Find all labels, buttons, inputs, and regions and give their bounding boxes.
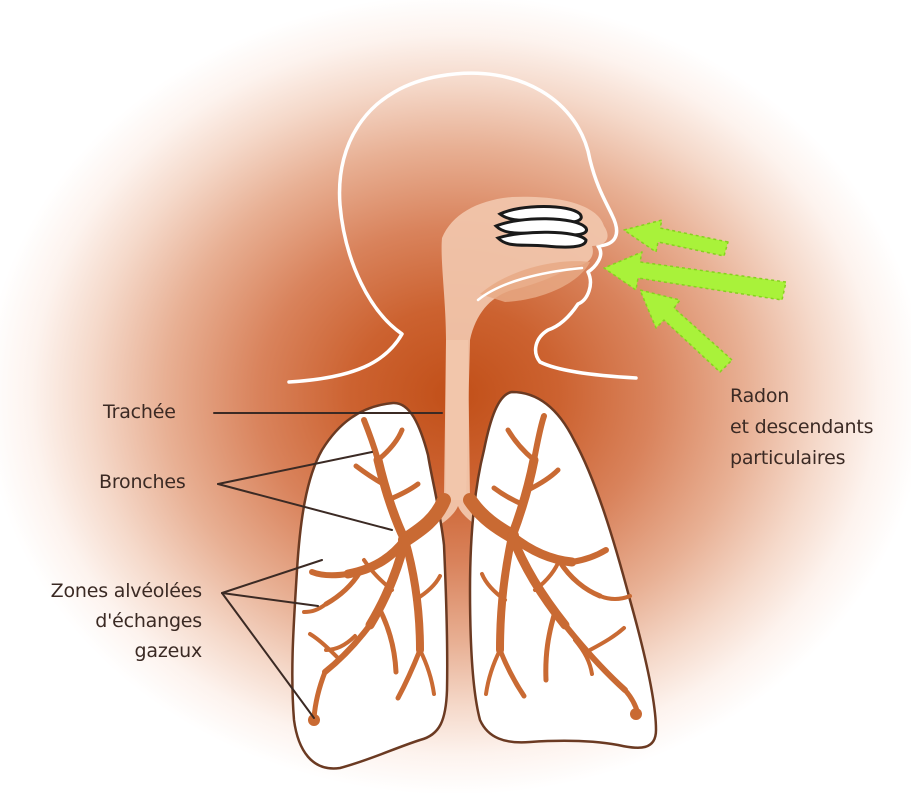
- label-radon: Radon et descendants particulaires: [730, 381, 873, 474]
- radon-arrows: [604, 220, 786, 372]
- label-trachee: Trachée: [103, 397, 176, 427]
- label-alveolar-zones: Zones alvéolées d'échanges gazeux: [14, 576, 202, 666]
- radon-arrow-bottom: [640, 290, 732, 372]
- label-radon-line-2: et descendants: [730, 412, 873, 443]
- nasal-turbinates: [496, 207, 587, 248]
- label-zones-line-1: Zones alvéolées: [14, 576, 202, 606]
- label-radon-line-3: particulaires: [730, 443, 873, 474]
- radon-arrow-middle: [604, 252, 786, 300]
- label-zones-line-2: d'échanges: [14, 606, 202, 636]
- label-zones-line-3: gazeux: [14, 636, 202, 666]
- label-trachee-text: Trachée: [103, 397, 176, 427]
- alveolar-zone-marker: [308, 714, 320, 726]
- label-bronches-text: Bronches: [99, 467, 186, 497]
- radon-arrow-top: [624, 220, 728, 256]
- label-radon-line-1: Radon: [730, 381, 873, 412]
- label-bronches: Bronches: [99, 467, 186, 497]
- alveolar-zone-marker-right: [630, 708, 642, 720]
